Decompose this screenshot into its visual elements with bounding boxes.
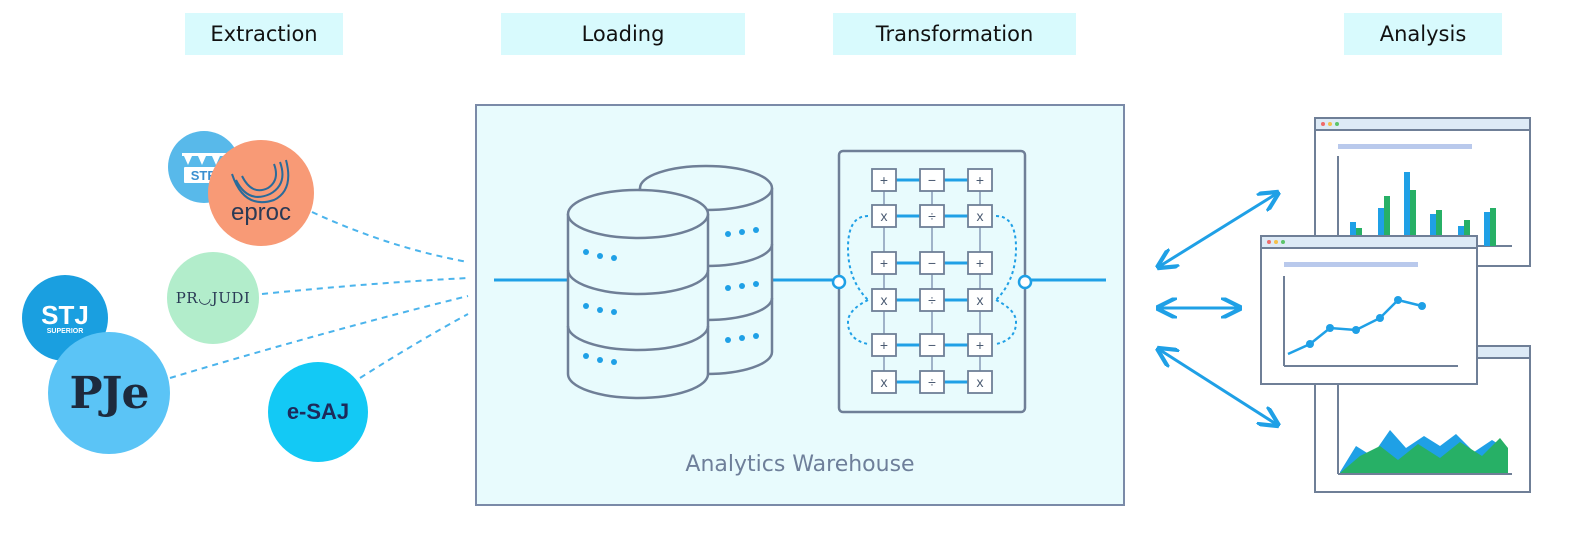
operator-symbol: ÷ — [928, 208, 936, 224]
double-arrow-icon — [1160, 194, 1276, 424]
stj-text: STJ — [41, 299, 89, 330]
operator-symbol: ÷ — [928, 374, 936, 390]
operator-symbol: − — [928, 255, 936, 271]
eproc-text: eproc — [231, 199, 291, 226]
operator-symbol: x — [881, 374, 888, 390]
operator-symbol: x — [881, 208, 888, 224]
stage-label-analysis: Analysis — [1344, 13, 1502, 55]
stage-label-transformation: Transformation — [833, 13, 1076, 55]
pje-logo: PJe — [48, 332, 170, 454]
operator-cell — [967, 370, 993, 394]
stj-subtext: SUPERIOR — [46, 327, 84, 335]
operator-cell — [871, 288, 897, 312]
operator-symbol: + — [976, 255, 984, 271]
operator-symbol: x — [881, 292, 888, 308]
esaj-text: e-SAJ — [286, 399, 350, 424]
operator-cell — [919, 288, 945, 312]
operator-cell — [919, 370, 945, 394]
operator-symbol: − — [928, 172, 936, 188]
operator-cell — [871, 370, 897, 394]
operator-cell — [871, 333, 897, 357]
operator-cell — [967, 251, 993, 275]
pje-text: PJe — [69, 367, 150, 419]
operator-symbol: + — [880, 172, 888, 188]
operator-cell — [967, 288, 993, 312]
operator-symbol: x — [977, 208, 984, 224]
projudi-text: PR◡JUDI — [175, 289, 251, 307]
esaj-logo: e-SAJ — [268, 362, 368, 462]
stage-label-extraction: Extraction — [185, 13, 343, 55]
operator-cell — [967, 333, 993, 357]
operator-cell — [967, 204, 993, 228]
warehouse-title: Analytics Warehouse — [685, 452, 915, 477]
line-chart-window-icon — [1260, 235, 1478, 385]
operator-cell — [871, 168, 897, 192]
operator-cell — [919, 168, 945, 192]
operator-symbol: x — [977, 292, 984, 308]
operator-symbol: + — [880, 337, 888, 353]
calculator-grid-icon: + − + x ÷ x + − + x ÷ x + − + x ÷ x — [871, 168, 993, 394]
projudi-logo: PR◡JUDI — [167, 252, 259, 344]
operator-cell — [919, 204, 945, 228]
operator-symbol: x — [977, 374, 984, 390]
database-icon-front — [566, 188, 710, 400]
stage-label-loading: Loading — [501, 13, 745, 55]
operator-symbol: ÷ — [928, 292, 936, 308]
operator-symbol: + — [976, 337, 984, 353]
operator-cell — [967, 168, 993, 192]
operator-symbol: + — [880, 255, 888, 271]
operator-symbol: + — [976, 172, 984, 188]
operator-cell — [919, 333, 945, 357]
operator-cell — [919, 251, 945, 275]
operator-symbol: − — [928, 337, 936, 353]
operator-cell — [871, 251, 897, 275]
operator-cell — [871, 204, 897, 228]
eproc-logo: eproc — [208, 140, 314, 246]
